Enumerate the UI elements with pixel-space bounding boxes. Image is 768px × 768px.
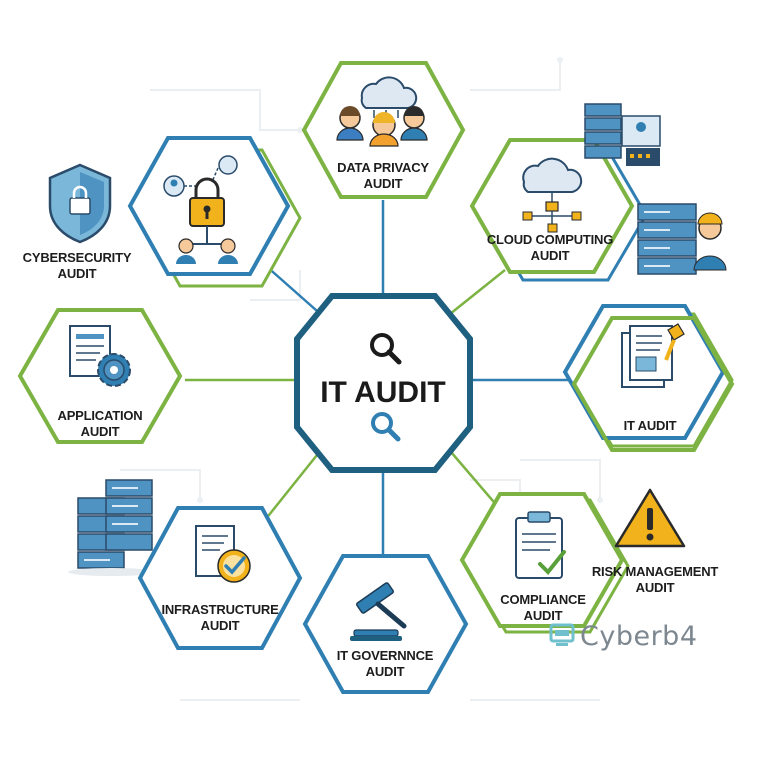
document-gear-icon <box>69 325 131 387</box>
report-pen-icon <box>621 323 685 388</box>
circuit-background <box>120 57 603 701</box>
hex-it-audit-right[interactable]: IT AUDIT <box>562 304 735 452</box>
data-privacy-label-2: AUDIT <box>364 176 403 191</box>
infrastructure-label-2: AUDIT <box>201 618 240 633</box>
server-worker-icon <box>637 203 727 275</box>
application-label-1: APPLICATION <box>58 408 143 423</box>
center-label: IT AUDIT <box>320 376 446 409</box>
it-audit-node-label: IT AUDIT <box>624 418 677 433</box>
hex-data-privacy[interactable]: DATA PRIVACY AUDIT <box>301 61 466 199</box>
cybersecurity-label-1: CYBERSECURITY <box>23 250 132 265</box>
hex-cloud-computing[interactable]: CLOUD COMPUTING AUDIT <box>469 138 648 282</box>
risk-management-label-1: RISK MANAGEMENT <box>592 564 719 579</box>
compliance-label-1: COMPLIANCE <box>500 592 586 607</box>
hex-cybersecurity[interactable] <box>127 136 302 288</box>
lock-network-icon <box>163 155 238 264</box>
data-privacy-label-1: DATA PRIVACY <box>337 160 429 175</box>
cybersecurity-label-2: AUDIT <box>58 266 97 281</box>
gavel-icon <box>350 582 407 641</box>
risk-management-label-2: AUDIT <box>636 580 675 595</box>
clipboard-check-icon <box>515 511 566 579</box>
it-governance-label-2: AUDIT <box>366 664 405 679</box>
it-governance-label-1: IT GOVERNNCE <box>337 648 434 663</box>
shield-lock-icon <box>48 163 112 244</box>
magnifier-blue-icon <box>371 412 401 442</box>
application-label-2: AUDIT <box>81 424 120 439</box>
infrastructure-label-1: INFRASTRUCTURE <box>161 602 279 617</box>
hex-compliance[interactable]: COMPLIANCE AUDIT <box>459 492 630 634</box>
center-it-audit[interactable]: IT AUDIT <box>294 293 473 473</box>
magnifier-icon <box>370 333 402 365</box>
watermark-text: Cyberb4 <box>580 621 698 652</box>
cloud-computing-label-1: CLOUD COMPUTING <box>487 232 613 247</box>
document-check-icon <box>195 525 251 583</box>
server-stack-icon <box>68 479 156 576</box>
watermark-logo: Cyberb4 <box>549 621 698 652</box>
compliance-label-2: AUDIT <box>524 608 563 623</box>
hex-it-governance[interactable]: IT GOVERNNCE AUDIT <box>302 554 469 694</box>
cloud-network-icon <box>522 157 583 233</box>
server-cluster-icon <box>584 103 661 166</box>
hex-infrastructure[interactable]: INFRASTRUCTURE AUDIT <box>137 506 303 650</box>
cloud-computing-label-2: AUDIT <box>531 248 570 263</box>
hex-application[interactable]: APPLICATION AUDIT <box>17 308 183 444</box>
cloud-users-icon <box>336 76 428 147</box>
warning-icon <box>614 488 686 548</box>
